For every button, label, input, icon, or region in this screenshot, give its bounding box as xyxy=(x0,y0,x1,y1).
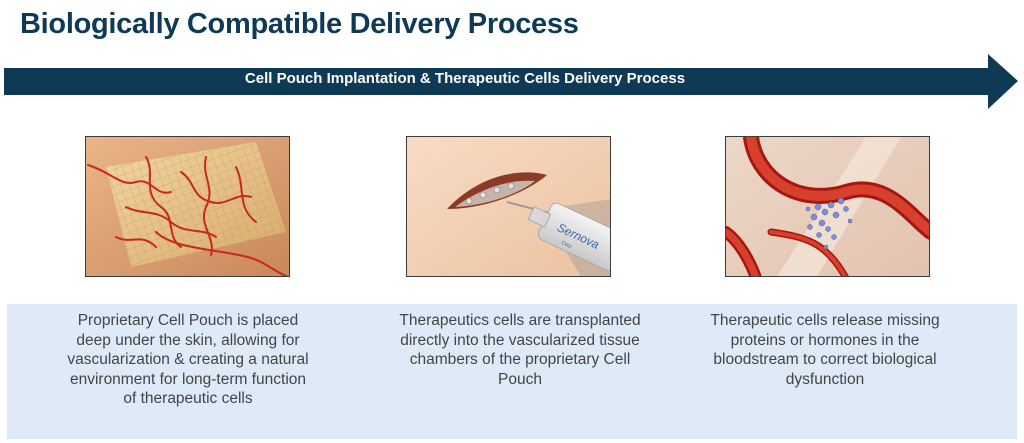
arrow-shape xyxy=(4,54,1018,109)
cell-transplant-image: Sernova Corp xyxy=(406,136,611,277)
step-3-caption: Therapeutic cells release missing protei… xyxy=(710,312,940,388)
step-2-caption: Therapeutics cells are transplanted dire… xyxy=(399,312,641,388)
step-1-caption: Proprietary Cell Pouch is placed deep un… xyxy=(67,312,309,407)
page-title: Biologically Compatible Delivery Process xyxy=(20,8,579,40)
process-arrow: Cell Pouch Implantation & Therapeutic Ce… xyxy=(0,52,1024,112)
cells-release-image xyxy=(725,136,930,277)
cell-pouch-image xyxy=(85,136,290,277)
caption-band xyxy=(7,304,1017,439)
process-arrow-label: Cell Pouch Implantation & Therapeutic Ce… xyxy=(244,70,686,87)
device-subtext: Corp xyxy=(560,240,573,250)
